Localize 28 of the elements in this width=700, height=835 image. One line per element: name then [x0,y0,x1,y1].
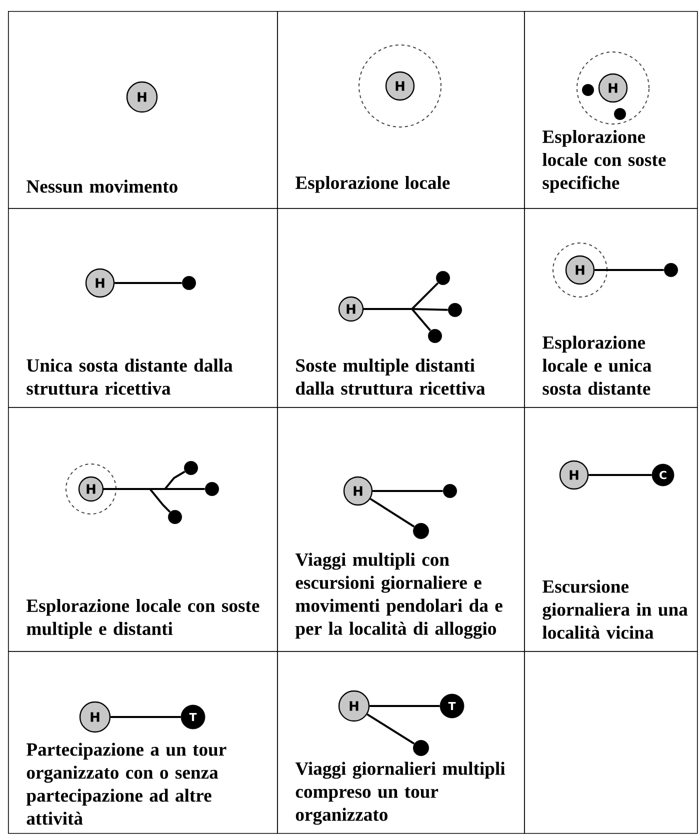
stop-dot [205,482,219,496]
connector-line [104,488,171,513]
connector-line [114,282,182,284]
connector-line [364,308,432,332]
stop-dot [582,84,594,96]
connector-line [594,269,664,271]
stop-dot [168,510,182,524]
connector-line [588,474,652,476]
stop-dot [184,461,198,475]
connector-line [110,716,181,718]
stop-dot [436,271,450,285]
stop-dot [413,523,429,539]
dashed-ring [576,52,650,124]
stop-dot [614,108,626,120]
connector-line [366,713,415,744]
connector-line [372,490,443,492]
dashed-ring [66,464,116,514]
stop-dot [428,329,442,343]
stop-dot [413,740,429,756]
stop-dot [182,276,196,290]
stop-dot [448,303,462,317]
dashed-ring [358,44,442,128]
table-cell [524,651,698,834]
connector-line [370,498,415,528]
stop-dot [664,263,678,277]
dashed-ring [552,242,608,298]
stop-dot [443,484,457,498]
connector-line [370,705,440,707]
